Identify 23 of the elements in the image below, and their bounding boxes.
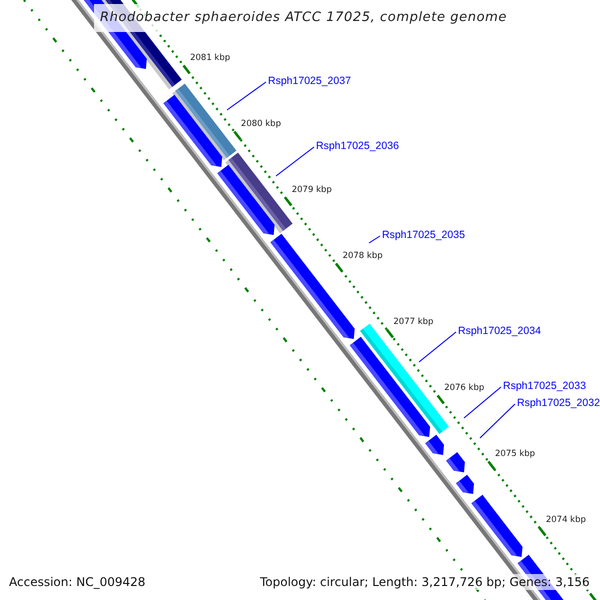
- gene-label: Rsph17025_2032: [517, 396, 600, 410]
- gene-label: Rsph17025_2036: [316, 139, 399, 153]
- leader-line: [368, 236, 380, 244]
- leader-line: [276, 146, 314, 176]
- tick-label: 2077 kbp: [393, 317, 434, 328]
- leader-line: [480, 404, 516, 438]
- gene-label: Rsph17025_2037: [268, 74, 351, 88]
- tick-label: 2080 kbp: [240, 119, 281, 130]
- gene-label: Rsph17025_2034: [458, 324, 541, 338]
- tick-label: 2075 kbp: [495, 449, 536, 460]
- genome-summary-text: Topology: circular; Length: 3,217,726 bp; Genes: 3,156: [260, 574, 590, 590]
- gene-label: Rsph17025_2035: [382, 228, 465, 242]
- tick-label: 2078 kbp: [342, 251, 383, 262]
- tick-label: 2076 kbp: [444, 383, 484, 394]
- leader-line: [464, 386, 502, 418]
- tick-label: 2079 kbp: [292, 185, 332, 196]
- accession-text: Accession: NC_009428: [9, 574, 146, 590]
- tick-label: 2074 kbp: [546, 515, 586, 526]
- title: Rhodobacter sphaeroides ATCC 17025, complete genome: [100, 9, 508, 28]
- tick-label: 2081 kbp: [190, 53, 230, 64]
- leader-line: [226, 82, 266, 110]
- gene-label: Rsph17025_2033: [503, 379, 586, 393]
- leader-line: [418, 332, 456, 362]
